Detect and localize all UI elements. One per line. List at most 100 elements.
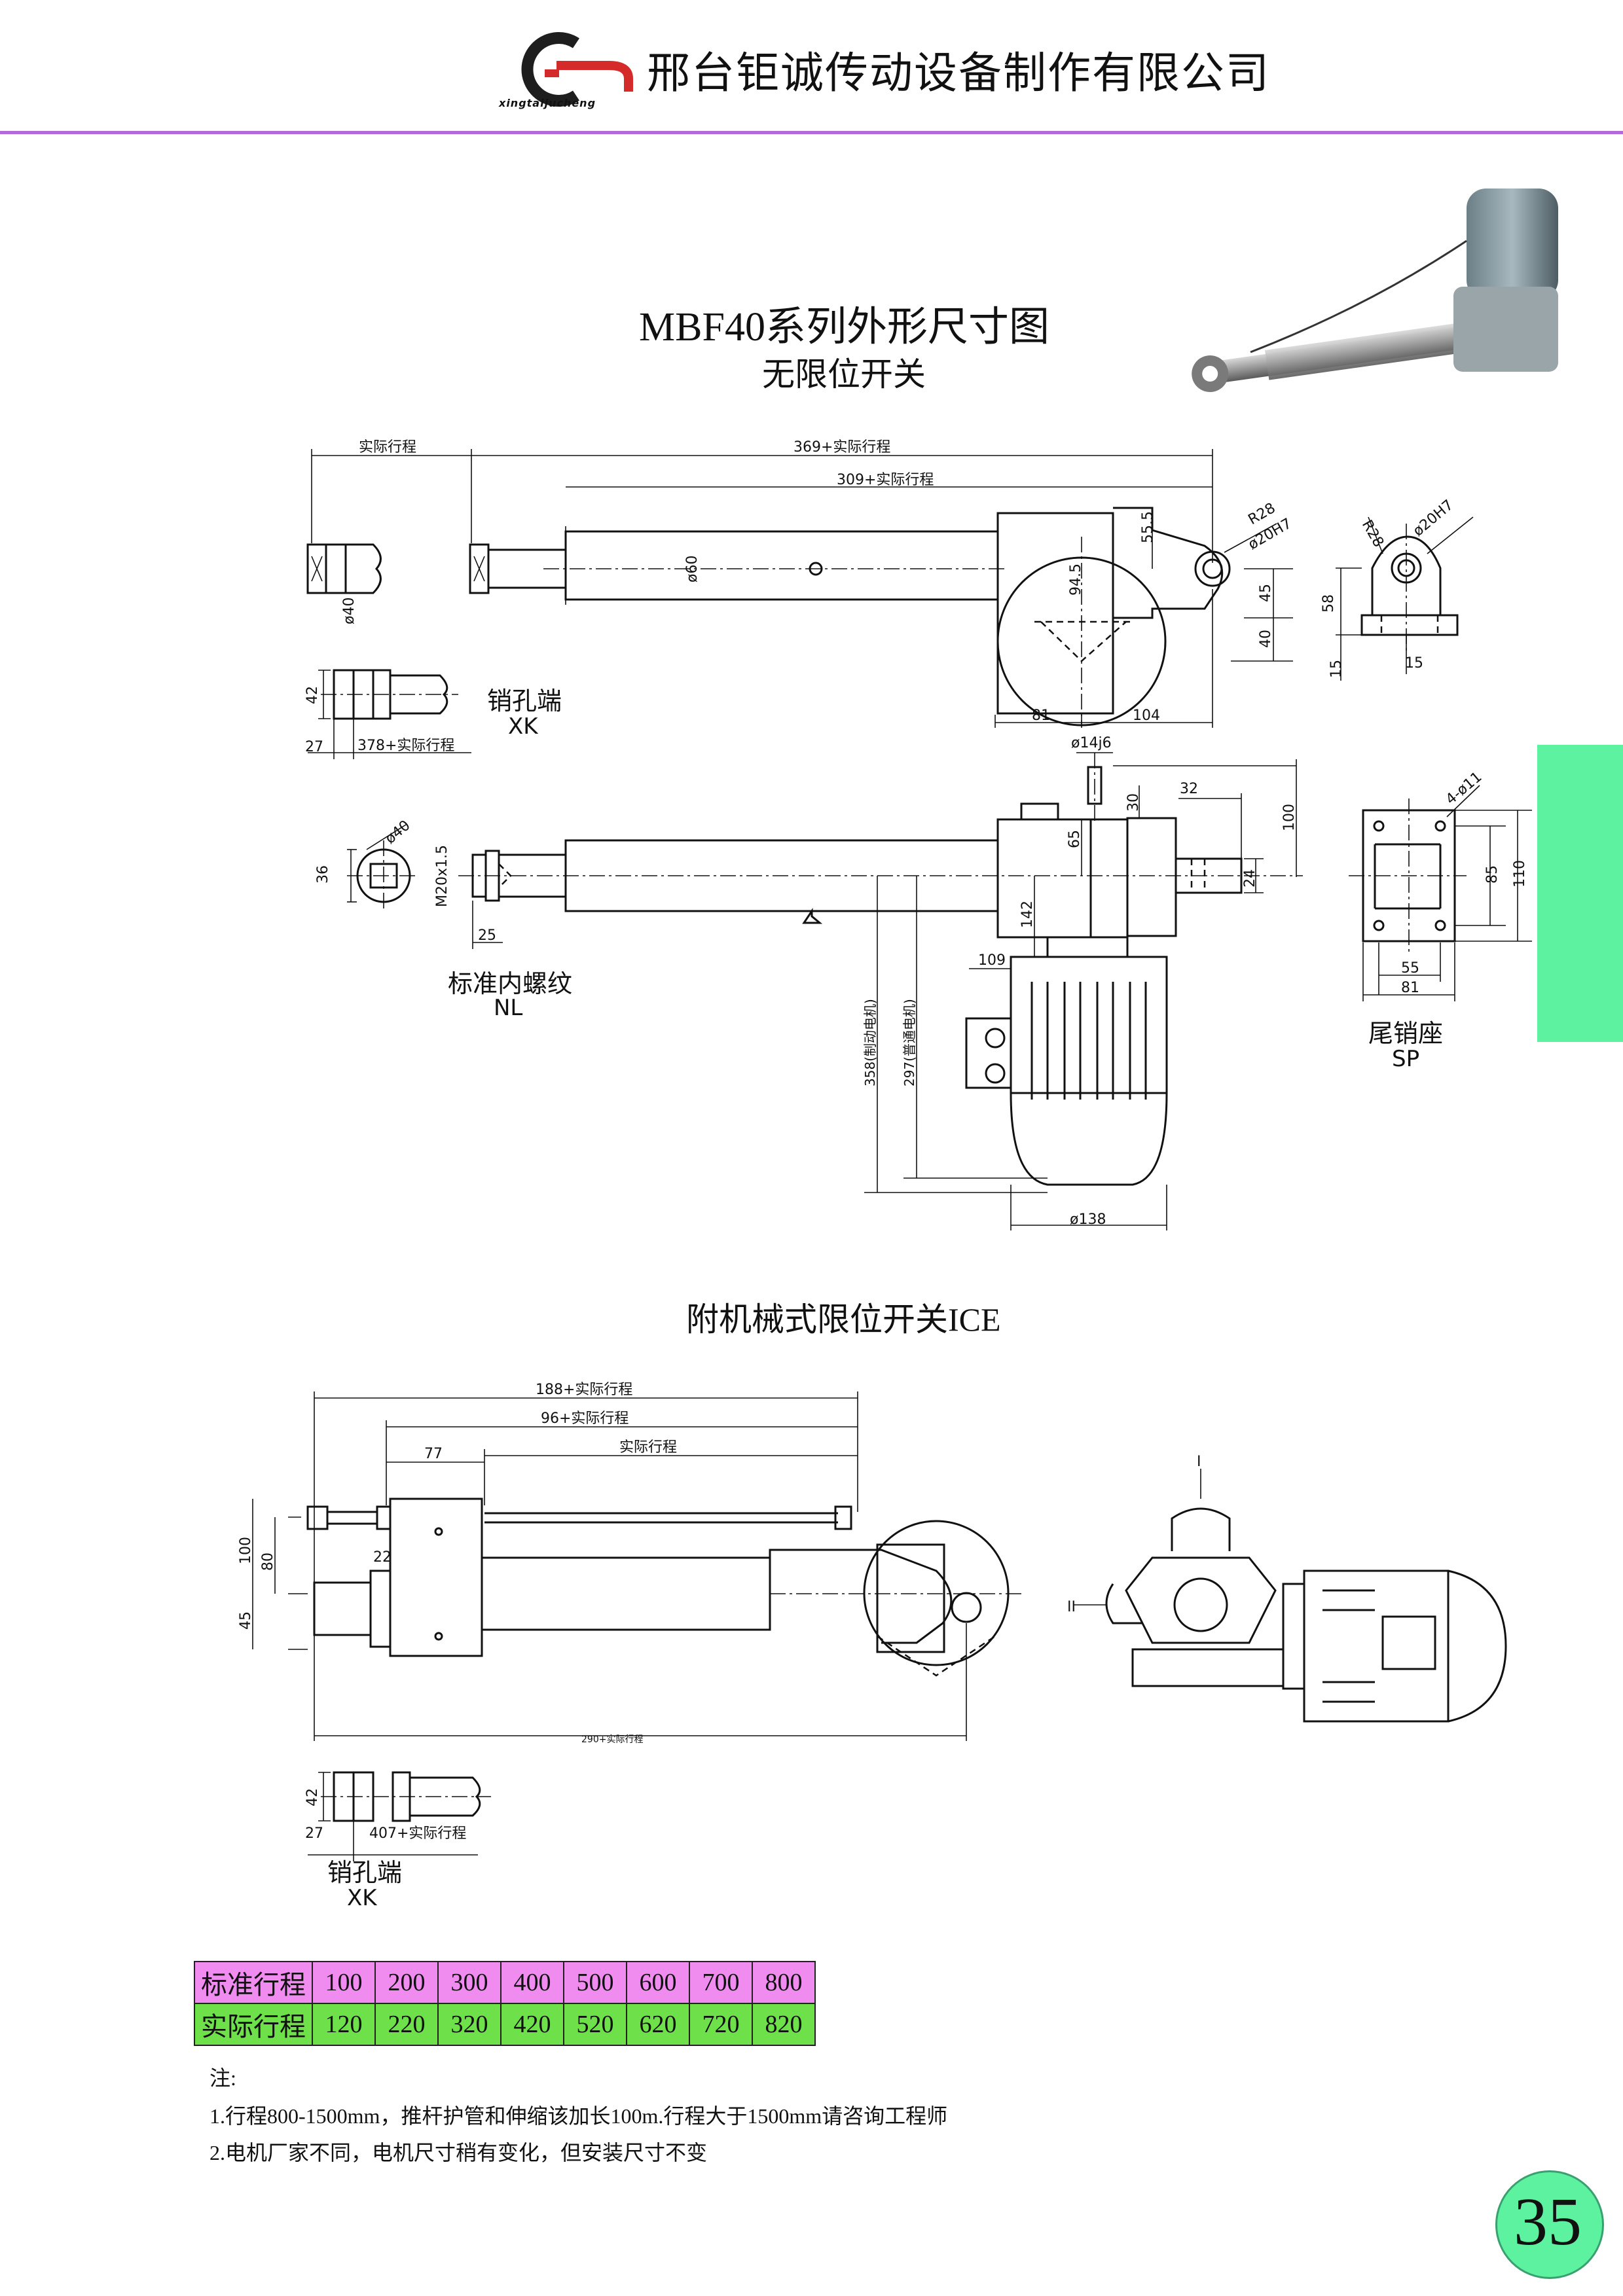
dim-ice-100: 100 bbox=[238, 1537, 254, 1564]
notes-label: 注: bbox=[210, 2066, 236, 2090]
dim-ice-188: 188+实际行程 bbox=[536, 1382, 632, 1398]
note-item-2: 2.电机厂家不同，电机尺寸稍有变化，但安装尺寸不变 bbox=[210, 2141, 708, 2164]
ice-side-view bbox=[1074, 1469, 1507, 1723]
act-val: 420 bbox=[500, 2003, 564, 2046]
dim-32: 32 bbox=[1180, 781, 1198, 797]
xk2-code: XK bbox=[347, 1885, 377, 1911]
dim-109: 109 bbox=[978, 952, 1006, 969]
xk2-label: 销孔端 bbox=[327, 1859, 403, 1887]
std-val: 600 bbox=[626, 1961, 690, 2004]
act-val: 320 bbox=[437, 2003, 501, 2046]
dim-358: 358(制动电机) bbox=[862, 999, 878, 1086]
dim-100: 100 bbox=[1281, 804, 1298, 831]
sp-label: 尾销座 bbox=[1368, 1020, 1444, 1048]
std-val: 700 bbox=[689, 1961, 753, 2004]
top-rod-end-view bbox=[306, 543, 567, 594]
logo-mark bbox=[521, 32, 633, 107]
dim-94-5: 94.5 bbox=[1068, 564, 1084, 596]
dimension-labels: 实际行程 369+实际行程 309+实际行程 ø40 ø60 94.5 55.5… bbox=[238, 439, 1528, 1842]
sp-code: SP bbox=[1392, 1046, 1420, 1072]
dim-ice-290: 290+实际行程 bbox=[581, 1734, 643, 1745]
std-val: 400 bbox=[500, 1961, 564, 2004]
std-label: 标准行程 bbox=[194, 1961, 313, 2004]
dim-xk-27: 27 bbox=[305, 739, 323, 755]
dim-ice-22: 22 bbox=[373, 1549, 392, 1566]
dim-309: 309+实际行程 bbox=[837, 472, 934, 488]
act-val: 520 bbox=[563, 2003, 627, 2046]
dim-actual-stroke: 实际行程 bbox=[359, 439, 416, 456]
dim-55-5: 55.5 bbox=[1140, 511, 1156, 543]
section-mark-ii: II bbox=[1067, 1599, 1076, 1615]
dim-d14j6: ø14j6 bbox=[1071, 735, 1112, 751]
dim-sp-15b: 15 bbox=[1405, 655, 1423, 672]
dim-xk-378: 378+实际行程 bbox=[357, 738, 454, 754]
table-row-actual: 实际行程 120 220 320 420 520 620 720 820 bbox=[194, 2003, 816, 2046]
page-title: MBF40系列外形尺寸图 bbox=[639, 305, 1049, 350]
dim-d138: ø138 bbox=[1070, 1211, 1106, 1228]
std-val: 300 bbox=[437, 1961, 501, 2004]
dim-ice-xk-407: 407+实际行程 bbox=[369, 1825, 466, 1842]
dim-65: 65 bbox=[1067, 830, 1083, 848]
mid-tail-bracket-view bbox=[1349, 785, 1532, 1001]
nl-main-view bbox=[458, 752, 1303, 1230]
dim-369: 369+实际行程 bbox=[793, 439, 890, 456]
dim-sp-81: 81 bbox=[1401, 980, 1419, 996]
side-tab bbox=[1537, 745, 1623, 1042]
ice-main-view bbox=[252, 1391, 1021, 1741]
dim-30: 30 bbox=[1125, 793, 1142, 812]
dim-ice-stroke: 实际行程 bbox=[619, 1439, 677, 1456]
dim-ice-xk-27: 27 bbox=[305, 1825, 323, 1842]
dim-297: 297(普通电机) bbox=[902, 999, 917, 1086]
page-number-badge bbox=[1495, 2170, 1604, 2279]
dim-nl-m20: M20x1.5 bbox=[434, 845, 450, 907]
dim-45: 45 bbox=[1258, 584, 1274, 602]
act-label: 实际行程 bbox=[194, 2003, 313, 2046]
company-logo: xingtaijucheng bbox=[499, 26, 635, 111]
dim-24: 24 bbox=[1242, 869, 1258, 888]
table-row-standard: 标准行程 100 200 300 400 500 600 700 800 bbox=[194, 1961, 816, 2004]
product-photo bbox=[1172, 162, 1597, 398]
nl-section-view bbox=[347, 824, 419, 911]
std-val: 500 bbox=[563, 1961, 627, 2004]
dim-ice-77: 77 bbox=[424, 1446, 443, 1462]
dim-xk-42: 42 bbox=[304, 686, 321, 704]
act-val: 720 bbox=[689, 2003, 753, 2046]
act-val: 820 bbox=[752, 2003, 816, 2046]
std-val: 800 bbox=[752, 1961, 816, 2004]
dim-ice-45: 45 bbox=[238, 1611, 254, 1630]
dim-d60: ø60 bbox=[684, 556, 701, 583]
dim-sp-85: 85 bbox=[1484, 865, 1501, 884]
nl-label: 标准内螺纹 bbox=[448, 971, 573, 998]
top-tail-bracket-view bbox=[1336, 516, 1474, 681]
section-mark-i: I bbox=[1197, 1454, 1201, 1470]
page-number: 35 bbox=[1514, 2184, 1582, 2259]
act-val: 220 bbox=[374, 2003, 439, 2046]
dim-nl-36: 36 bbox=[315, 865, 331, 884]
dim-ice-xk-42: 42 bbox=[304, 1788, 321, 1806]
dim-ice-96: 96+实际行程 bbox=[541, 1410, 629, 1427]
dim-sp-15a: 15 bbox=[1328, 660, 1345, 678]
page-subtitle: 无限位开关 bbox=[762, 356, 926, 393]
nl-code: NL bbox=[494, 995, 523, 1021]
header-rule bbox=[0, 131, 1623, 134]
ice-xk-end-view bbox=[308, 1771, 491, 1861]
dim-sp-4d11: 4-ø11 bbox=[1443, 769, 1486, 808]
dim-104: 104 bbox=[1133, 708, 1160, 724]
std-val: 200 bbox=[374, 1961, 439, 2004]
dim-sp-r28: R28 bbox=[1359, 518, 1387, 550]
xk-code: XK bbox=[508, 713, 538, 740]
company-name: 邢台钜诚传动设备制作有限公司 bbox=[647, 50, 1270, 98]
stroke-table: 标准行程 100 200 300 400 500 600 700 800 实际行… bbox=[194, 1961, 816, 2046]
std-val: 100 bbox=[312, 1961, 376, 2004]
top-main-view bbox=[311, 449, 1293, 728]
act-val: 620 bbox=[626, 2003, 690, 2046]
act-val: 120 bbox=[312, 2003, 376, 2046]
dim-sp-55: 55 bbox=[1401, 960, 1419, 977]
logo-text: xingtaijucheng bbox=[499, 97, 596, 109]
section-title-ice: 附机械式限位开关ICE bbox=[686, 1301, 1001, 1338]
dim-40: 40 bbox=[1258, 630, 1274, 648]
dim-sp-110: 110 bbox=[1512, 860, 1528, 888]
dim-d40: ø40 bbox=[341, 598, 357, 624]
